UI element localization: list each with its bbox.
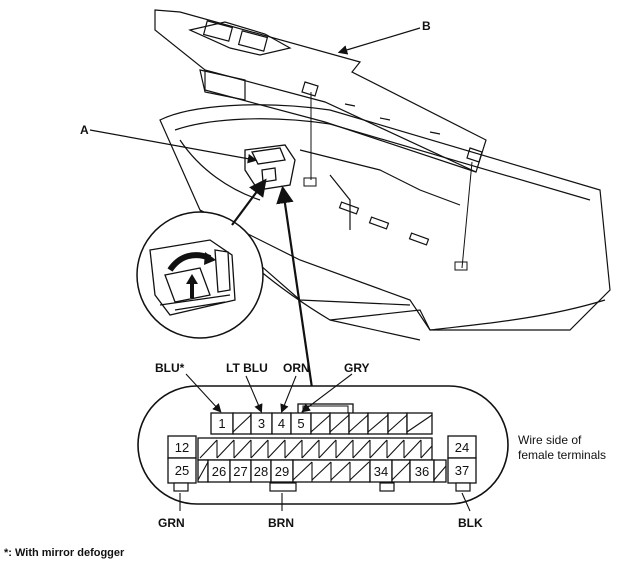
alignment-lines xyxy=(303,92,473,271)
pin-36: 36 xyxy=(415,464,429,479)
part-a-label: A xyxy=(80,123,89,137)
connector-note-line1: Wire side of xyxy=(518,433,582,447)
release-tab-detail xyxy=(136,211,264,339)
wire-label-blk: BLK xyxy=(458,516,483,530)
pin-27: 27 xyxy=(233,464,247,479)
pin-1: 1 xyxy=(218,416,225,431)
switch-panel-drawing xyxy=(154,9,487,173)
pin-26: 26 xyxy=(212,464,226,479)
pin-4: 4 xyxy=(278,416,285,431)
wire-label-grn: GRN xyxy=(158,516,185,530)
footnote: *: With mirror defogger xyxy=(4,547,125,559)
wire-label-lt-blu: LT BLU xyxy=(226,361,268,375)
connector-note-line2: female terminals xyxy=(518,448,606,462)
pin-37: 37 xyxy=(455,463,469,478)
pin-25: 25 xyxy=(175,463,189,478)
wire-label-brn: BRN xyxy=(268,516,294,530)
part-b-label: B xyxy=(422,19,431,33)
wire-label-orn: ORN xyxy=(283,361,310,375)
connector-a-drawing xyxy=(244,144,296,191)
pin-29: 29 xyxy=(275,464,289,479)
label-leaders xyxy=(89,27,421,164)
leader-arrows xyxy=(231,178,314,389)
pin-34: 34 xyxy=(374,464,388,479)
wire-label-gry: GRY xyxy=(344,361,370,375)
wire-label-blu: BLU* xyxy=(155,361,185,375)
pin-5: 5 xyxy=(297,416,304,431)
pin-12: 12 xyxy=(175,440,189,455)
connector-face: 1 3 4 5 12 24 25 26 27 28 29 34 36 37 xyxy=(137,385,509,505)
pin-3: 3 xyxy=(258,416,265,431)
wire-leaders xyxy=(179,373,471,512)
pin-28: 28 xyxy=(254,464,268,479)
pin-24: 24 xyxy=(455,440,469,455)
